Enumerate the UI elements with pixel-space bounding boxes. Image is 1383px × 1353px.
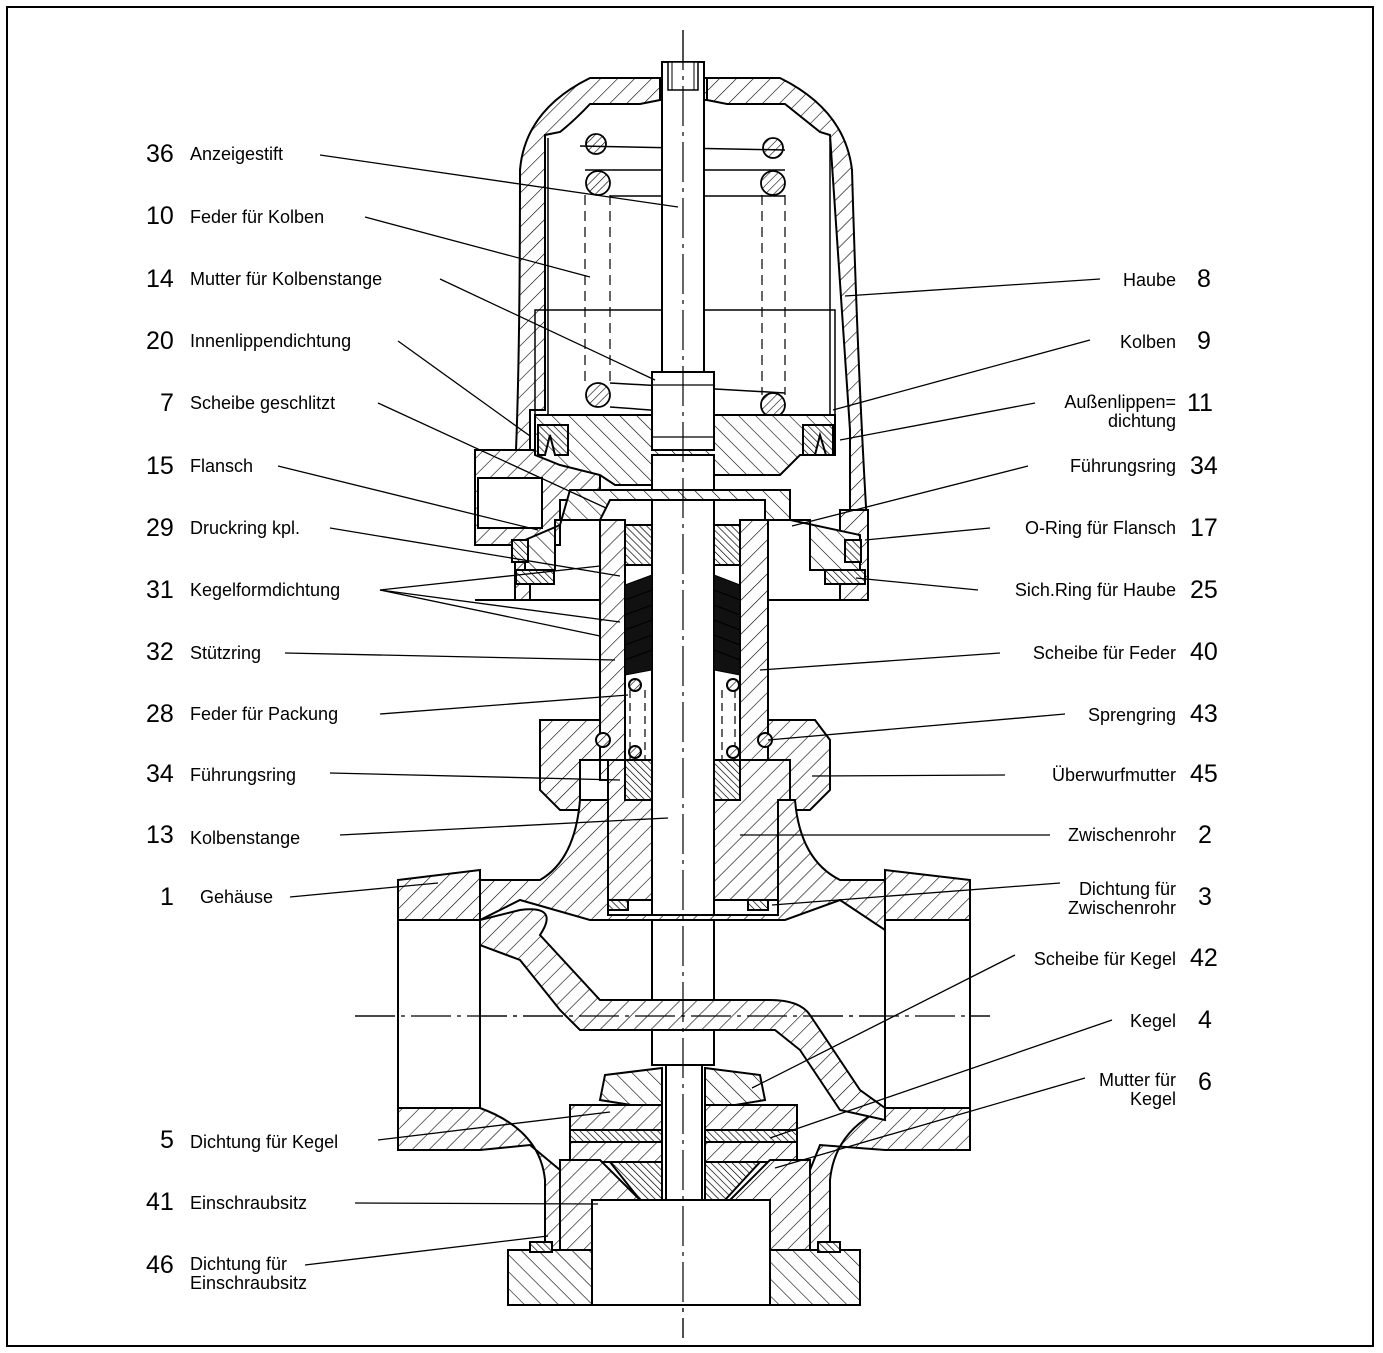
o-ring-flange	[844, 539, 862, 563]
callout-number: 41	[146, 1188, 174, 1216]
callout-number: 28	[146, 700, 174, 728]
leader-lines	[277, 154, 1113, 1266]
callout-label: Stützring	[190, 643, 262, 663]
cone-seal	[569, 1129, 663, 1143]
callout-label: O-Ring für Flansch	[1024, 518, 1176, 538]
inner-lip-seal	[537, 424, 569, 456]
callout-number: 45	[1190, 760, 1218, 788]
callout-number: 1	[160, 883, 174, 911]
callout-number: 2	[1198, 821, 1212, 849]
callout-number: 36	[146, 140, 174, 168]
cone-washer	[598, 1066, 663, 1112]
callout-number: 43	[1190, 700, 1218, 728]
callout-label: Mutter für Kolbenstange	[190, 269, 383, 289]
callout-number: 20	[146, 327, 174, 355]
callout-label: Haube	[1122, 270, 1176, 290]
callout-number: 10	[146, 202, 174, 230]
callout-label: Zwischenrohr	[1067, 825, 1176, 845]
callout-label: Feder für Kolben	[190, 207, 325, 227]
callout-label: Scheibe geschlitzt	[190, 393, 336, 413]
guide-ring-left	[624, 759, 653, 801]
drawing-frame	[6, 6, 1374, 1347]
callout-label: Dichtung für Kegel	[190, 1132, 339, 1152]
callout-number: 34	[1190, 452, 1218, 480]
body-left-top	[397, 868, 481, 921]
callout-label: Kegel	[1129, 1011, 1176, 1031]
callout-number: 3	[1198, 883, 1212, 911]
callout-number: 14	[146, 265, 174, 293]
callout-label: Gehäuse	[200, 887, 274, 907]
intermediate-tube-right	[713, 759, 791, 901]
callout-number: 32	[146, 638, 174, 666]
body-right-bottom	[809, 1107, 971, 1251]
callout-label: Scheibe für Feder	[1032, 643, 1176, 663]
callout-label: Innenlippendichtung	[190, 331, 352, 351]
callout-label: Scheibe für Kegel	[1033, 949, 1176, 969]
body-left-bottom	[397, 1107, 561, 1251]
callout-number: 8	[1197, 265, 1211, 293]
callout-label: Überwurfmutter	[1051, 765, 1176, 785]
callout-label: Kegelformdichtung	[190, 580, 341, 600]
callout-number: 29	[146, 514, 174, 542]
callout-label: Außenlippen= dichtung	[1064, 392, 1176, 431]
intermediate-tube-left	[580, 759, 653, 901]
callout-label: Führungsring	[1069, 456, 1176, 476]
callout-label: Kolbenstange	[190, 828, 301, 848]
callout-label: Mutter für Kegel	[1098, 1070, 1176, 1109]
hood-window	[477, 477, 543, 529]
callout-number: 9	[1197, 327, 1211, 355]
callout-number: 7	[160, 389, 174, 417]
outer-lip-seal	[802, 424, 834, 456]
snap-ring	[595, 732, 611, 748]
callout-label: Dichtung für Einschraubsitz	[190, 1254, 308, 1293]
callout-label: Dichtung für Zwischenrohr	[1067, 879, 1176, 918]
chevron-packing	[624, 574, 741, 676]
callout-label: Feder für Packung	[190, 704, 339, 724]
seat-seal	[529, 1241, 553, 1253]
callout-number: 25	[1190, 576, 1218, 604]
union-nut-left	[539, 719, 601, 811]
callout-label: Sich.Ring für Haube	[1014, 580, 1176, 600]
callout-label: Sprengring	[1087, 705, 1176, 725]
callout-number: 6	[1198, 1068, 1212, 1096]
callout-number: 15	[146, 452, 174, 480]
callout-number: 40	[1190, 638, 1218, 666]
hood-left	[514, 77, 661, 451]
pressure-ring-left	[624, 524, 653, 566]
callout-number: 5	[160, 1126, 174, 1154]
callout-number: 13	[146, 821, 174, 849]
callout-number: 34	[146, 760, 174, 788]
callout-label: Einschraubsitz	[190, 1193, 308, 1213]
callout-label: Kolben	[1119, 332, 1176, 352]
cone-left	[569, 1104, 663, 1131]
callout-number: 11	[1187, 389, 1213, 417]
callout-number: 4	[1198, 1006, 1212, 1034]
callout-label: Flansch	[190, 456, 254, 476]
callout-number: 17	[1190, 514, 1218, 542]
tube-seal-left	[607, 899, 629, 911]
callout-number: 31	[146, 576, 174, 604]
callout-label: Druckring kpl.	[190, 518, 301, 538]
callout-label: Führungsring	[190, 765, 297, 785]
callout-number: 42	[1190, 944, 1218, 972]
callout-label: Anzeigestift	[190, 144, 284, 164]
callout-number: 46	[146, 1251, 174, 1279]
